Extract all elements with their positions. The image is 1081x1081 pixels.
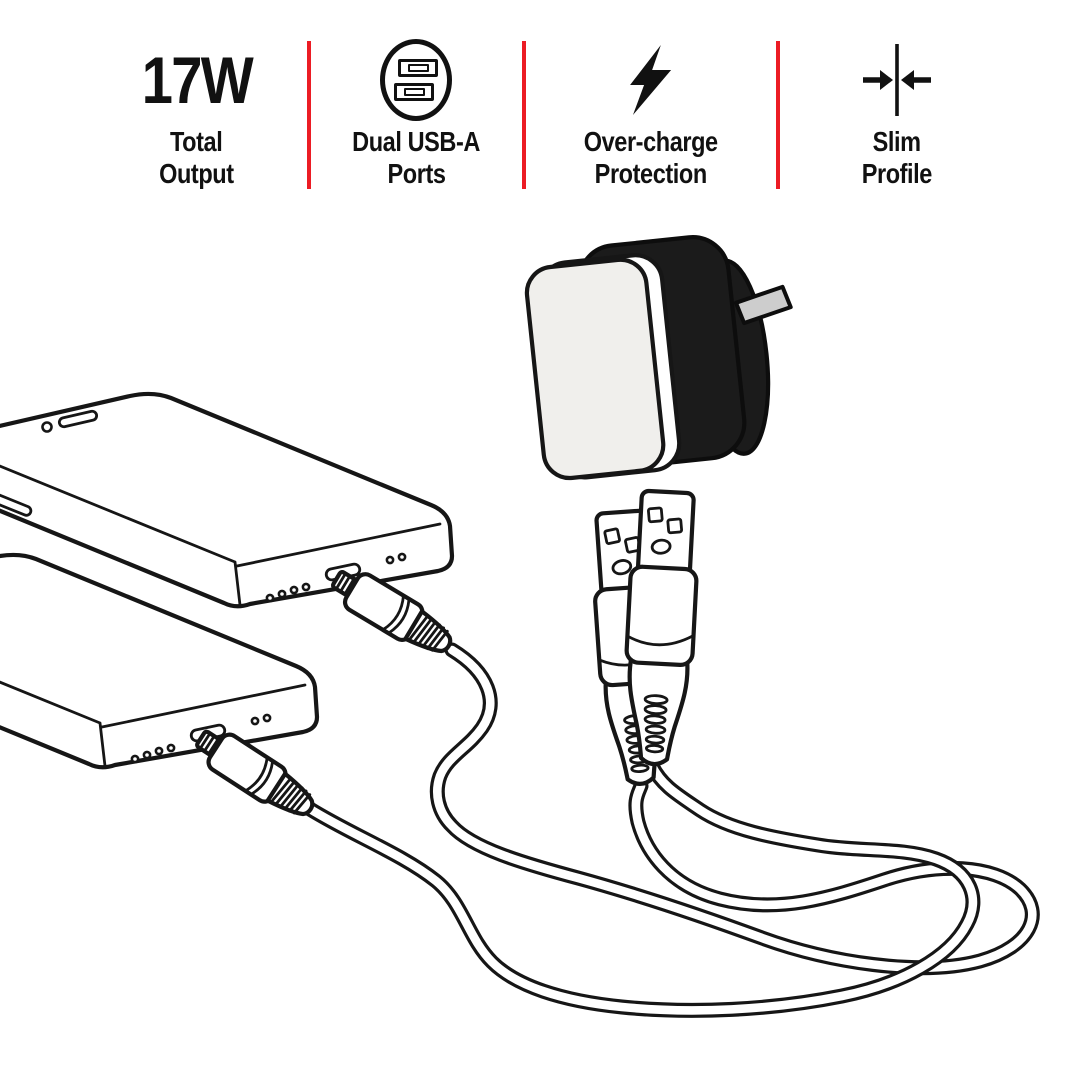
feature-dual-usb-ports: Dual USB-A Ports [311, 0, 521, 191]
wattage-value: 17W [141, 43, 254, 117]
feature-overcharge-protection: Over-charge Protection [526, 0, 776, 191]
feature-strip: 17W Total Output Dual USB-A Ports [0, 0, 1081, 210]
wall-charger [524, 235, 793, 481]
red-divider [307, 41, 312, 189]
feature-total-output: 17W Total Output [0, 0, 307, 191]
feature-label-dual-usb: Dual USB-A Ports [352, 126, 481, 190]
feature-label-slim-profile: Slim Profile [861, 126, 932, 190]
charger-face [524, 257, 666, 481]
charger-plug-pin [733, 284, 793, 326]
red-divider [775, 41, 780, 189]
feature-label-total-output: Total Output [159, 126, 234, 190]
red-divider [521, 41, 526, 189]
feature-label-overcharge: Over-charge Protection [583, 126, 718, 190]
lightning-bolt-icon [623, 40, 679, 120]
feature-slim-profile: Slim Profile [780, 0, 1081, 191]
cable-bottom-phone [302, 758, 981, 1018]
total-output-value-box: 17W [132, 40, 262, 120]
dual-usb-a-ports-icon [380, 39, 453, 121]
slim-profile-arrows-icon [860, 40, 932, 120]
cable-top-phone [429, 642, 1040, 976]
